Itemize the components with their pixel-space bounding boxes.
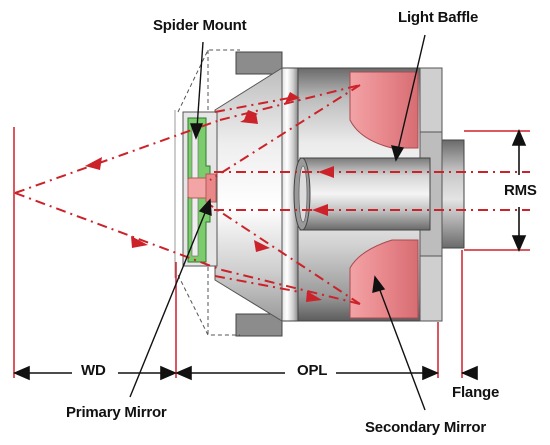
label-wd: WD — [81, 362, 106, 379]
secondary-mirror-leader — [377, 284, 426, 411]
opl-arrow-left — [174, 365, 192, 381]
ray-lower-to-secondary — [221, 269, 361, 305]
spider-mount-leader — [196, 41, 204, 129]
ray-arrow-down-right — [306, 291, 322, 302]
label-opl: OPL — [297, 362, 328, 379]
ray-upper-incoming — [14, 119, 221, 194]
rms-arrow-top — [511, 128, 527, 146]
ray-cone-lower — [214, 275, 301, 293]
rear-flange — [439, 139, 465, 249]
barrel-bottom-band — [235, 313, 283, 337]
label-spider-mount: Spider Mount — [153, 17, 247, 34]
ray-arrow-left-upper — [85, 157, 102, 170]
ray-secondary-to-primary-upper — [209, 84, 361, 181]
ray-arrow-primary-lower — [254, 240, 270, 252]
dimension-lines — [13, 127, 530, 378]
primary-mirror-face — [205, 173, 217, 203]
ray-arrow-left-lower — [131, 236, 148, 248]
secondary-mirror — [349, 71, 419, 319]
wd-arrow-left — [12, 365, 30, 381]
callout-leaders — [129, 34, 426, 411]
label-rms: RMS — [504, 182, 537, 199]
wd-arrow-right — [160, 365, 178, 381]
ray-arrow-axis-lower — [312, 204, 328, 216]
secondary-mirror-upper — [349, 71, 419, 149]
light-baffle-leader-arrow — [391, 145, 405, 162]
opl-arrow-right — [422, 365, 440, 381]
light-rays — [14, 84, 530, 305]
label-primary-mirror: Primary Mirror — [66, 404, 167, 421]
label-flange: Flange — [452, 384, 500, 401]
label-secondary-mirror: Secondary Mirror — [365, 419, 487, 436]
baffle-tube-opening — [298, 165, 308, 223]
ray-cone-upper — [214, 95, 301, 113]
light-baffle-tube — [293, 157, 431, 231]
ray-arrow-secondary-upper — [244, 110, 258, 120]
baffle-tube-body — [299, 157, 431, 231]
ray-secondary-to-primary-lower — [209, 204, 361, 305]
spider-mount — [182, 111, 218, 267]
secondary-mirror-leader-arrow — [372, 275, 386, 293]
flange-arrow — [460, 365, 478, 381]
ray-arrow-axis-upper — [318, 166, 334, 178]
barrel-top-band — [235, 51, 283, 75]
primary-mirror-leader — [129, 207, 208, 398]
ray-arrow-up-right — [285, 92, 300, 103]
rms-arrow-bottom — [511, 235, 527, 253]
light-baffle-leader — [397, 34, 426, 151]
spider-mount-leader-arrow — [190, 123, 204, 140]
dimension-arrows — [12, 128, 527, 381]
ray-arrowheads — [85, 92, 334, 302]
ray-upper-to-secondary — [219, 84, 361, 121]
primary-mirror-leader-arrow — [198, 198, 212, 217]
label-light-baffle: Light Baffle — [398, 9, 479, 26]
secondary-mirror-lower — [349, 239, 419, 319]
